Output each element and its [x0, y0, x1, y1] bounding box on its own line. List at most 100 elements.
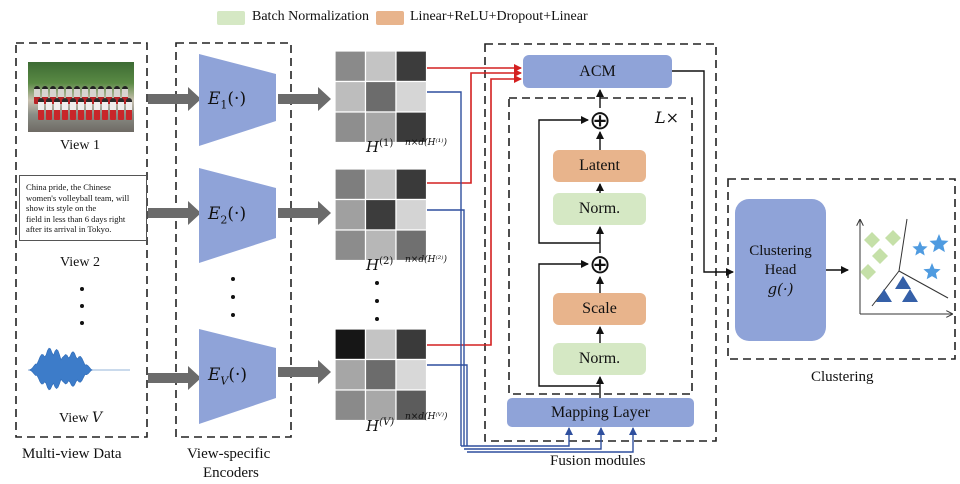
- photo-person: [98, 86, 104, 104]
- photo-person: [46, 98, 52, 120]
- encoder-V-arg: (·): [228, 365, 248, 385]
- photo-person: [74, 86, 80, 104]
- clustering-group-box: [727, 178, 956, 360]
- legend-linear-swatch: [376, 11, 404, 25]
- matrix-cell: [395, 229, 428, 262]
- matrix-cell: [334, 358, 367, 391]
- legend-linear-label: Linear+ReLU+Dropout+Linear: [410, 9, 588, 24]
- matrix-cell: [395, 358, 428, 391]
- photo-person: [38, 98, 44, 120]
- mapping-layer-box-shape: [507, 398, 694, 427]
- feature-1-dim: n×d(H⁽¹⁾): [405, 138, 447, 148]
- diamond-marker: [872, 248, 888, 264]
- photo-person: [54, 98, 60, 120]
- cluster-stars: [912, 234, 949, 280]
- encoder-V-symbol: E: [208, 365, 221, 385]
- clustering-head-line3: g(·): [767, 279, 794, 298]
- photo-person: [34, 86, 40, 104]
- photo-person: [78, 98, 84, 120]
- encoder-to-feature-arrows: [278, 87, 331, 384]
- photo-person: [58, 86, 64, 104]
- matrix-cell: [395, 80, 428, 113]
- scale-box: Scale: [582, 300, 617, 317]
- photo-person: [114, 86, 120, 104]
- norm-upper-box-shape: [553, 193, 646, 225]
- cluster-plot: [860, 218, 952, 314]
- encoder-1-arg: (·): [227, 89, 247, 109]
- matrix-cell: [395, 111, 428, 144]
- triangle-marker: [876, 289, 892, 302]
- matrix-cell: [364, 328, 397, 361]
- matrix-cell: [364, 80, 397, 113]
- feature-V-label: H(V): [366, 417, 394, 435]
- encoder-2-shape: [199, 168, 276, 263]
- clustering-head-line2: Head: [764, 261, 797, 278]
- latent-box: Latent: [579, 157, 620, 174]
- feature-to-mapping-blue-lines: [427, 91, 637, 453]
- photo-person: [70, 98, 76, 120]
- feature-matrix-V: [334, 328, 428, 422]
- feature-2-superscript: (2): [379, 256, 394, 267]
- feature-2-label: H(2): [366, 256, 393, 274]
- encoder-2-subscript: 2: [220, 213, 228, 227]
- multiview-caption: Multi-view Data: [22, 446, 122, 462]
- text-card-line: women's volleyball team, will: [26, 192, 130, 203]
- feature-matrix-1: [334, 50, 428, 144]
- feature-to-acm-red-lines: [427, 64, 522, 346]
- scale-box-shape: [553, 293, 646, 325]
- fusion-flow-lines: [538, 70, 734, 398]
- view-2-text-card: China pride, the Chinese women's volleyb…: [19, 175, 147, 241]
- photo-person: [106, 86, 112, 104]
- text-card-line: after its arrival in Tokyo.: [26, 224, 112, 235]
- photo-person: [122, 86, 128, 104]
- encoder-1-label: E1(·): [208, 89, 246, 111]
- view-V-variable: V: [91, 410, 103, 426]
- legend-batchnorm-swatch: [217, 11, 245, 25]
- feature-V-superscript: (V): [379, 417, 395, 428]
- matrix-cell: [334, 229, 367, 262]
- photo-person: [82, 86, 88, 104]
- matrix-cell: [334, 50, 367, 83]
- matrix-cell: [395, 389, 428, 422]
- photo-person: [126, 98, 132, 120]
- diamond-marker: [864, 232, 880, 248]
- star-marker: [929, 234, 949, 253]
- matrix-cell: [334, 168, 367, 201]
- matrix-cell: [334, 111, 367, 144]
- ellipsis-dots: [80, 277, 379, 325]
- triangle-marker: [902, 289, 918, 302]
- audio-waveform: [27, 347, 130, 391]
- matrix-cell: [364, 50, 397, 83]
- feature-matrix-2: [334, 168, 428, 262]
- matrix-cell: [364, 358, 397, 391]
- matrix-cell: [364, 198, 397, 231]
- mapping-layer-box: Mapping Layer: [550, 403, 651, 421]
- cluster-triangles: [876, 276, 918, 302]
- encoders-caption-line2: Encoders: [203, 465, 259, 481]
- triangle-marker: [895, 276, 911, 289]
- view-2-label: View 2: [60, 255, 100, 270]
- star-marker: [912, 241, 928, 256]
- text-card-line: show its style on the: [26, 203, 97, 214]
- matrix-cell: [395, 198, 428, 231]
- matrix-cell: [364, 229, 397, 262]
- matrix-cell: [334, 80, 367, 113]
- encoder-1-shape: [199, 54, 276, 146]
- encoder-1-symbol: E: [208, 89, 221, 109]
- fusion-caption: Fusion modules: [550, 453, 646, 469]
- photo-person: [90, 86, 96, 104]
- encoder-V-shape: [199, 329, 276, 424]
- photo-person: [110, 98, 116, 120]
- feature-2-symbol: H: [366, 256, 380, 274]
- matrix-cell: [364, 389, 397, 422]
- feature-1-superscript: (1): [379, 138, 394, 149]
- photo-person: [62, 98, 68, 120]
- star-marker: [923, 263, 941, 280]
- encoders-group-box: [175, 42, 292, 438]
- latent-box-shape: [553, 150, 646, 182]
- matrix-cell: [395, 168, 428, 201]
- feature-V-symbol: H: [366, 417, 380, 435]
- view-1-label: View 1: [60, 138, 100, 153]
- clustering-caption: Clustering: [811, 369, 874, 385]
